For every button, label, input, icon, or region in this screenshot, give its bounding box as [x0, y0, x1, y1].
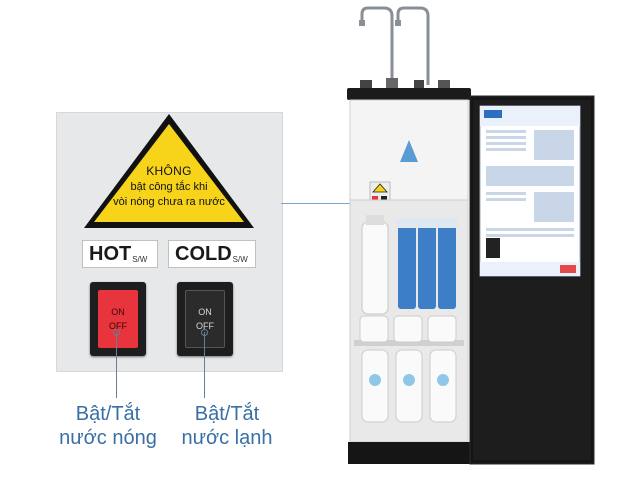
cold-on-text: ON [198, 307, 212, 317]
water-purifier-illustration [347, 6, 595, 465]
hot-callout-line [116, 332, 117, 398]
warning-triangle-icon [84, 114, 254, 228]
inset-leader-line [281, 203, 369, 204]
hot-off-text: OFF [109, 321, 127, 331]
warning-text-line2: bật công tắc khi [130, 181, 208, 193]
cold-rocker[interactable]: ON OFF [185, 290, 225, 348]
cold-rocker-switch[interactable]: ON OFF [177, 282, 233, 356]
brand-logo-icon [400, 140, 418, 162]
hot-caption-line2: nước nóng [59, 427, 157, 449]
hot-callout-dot [113, 329, 120, 336]
warning-text-line3: vòi nóng chưa ra nước [113, 196, 225, 208]
faucet-icon [360, 6, 430, 85]
cold-label-text: COLD [175, 243, 232, 265]
cold-callout-line [204, 332, 205, 398]
hot-caption: Bật/Tắt nước nóng [48, 402, 168, 450]
cold-off-text: OFF [196, 321, 214, 331]
hot-switch-label: HOT S/W [82, 240, 158, 268]
hot-on-text: ON [111, 307, 125, 317]
cold-switch-label: COLD S/W [168, 240, 256, 268]
cold-caption-line1: Bật/Tắt [194, 403, 260, 425]
warning-text-line1: KHÔNG [146, 164, 192, 178]
cold-callout-dot [201, 329, 208, 336]
hot-label-sub: S/W [132, 255, 148, 264]
cold-label-sub: S/W [232, 255, 248, 264]
hot-rocker[interactable]: ON OFF [98, 290, 138, 348]
hot-rocker-switch[interactable]: ON OFF [90, 282, 146, 356]
hot-label-text: HOT [89, 243, 132, 265]
warning-triangle: KHÔNG bật công tắc khi vòi nóng chưa ra … [80, 110, 258, 232]
cold-caption: Bật/Tắt nước lạnh [172, 402, 282, 450]
cold-caption-line2: nước lạnh [181, 427, 273, 449]
hot-caption-line1: Bật/Tắt [75, 403, 141, 425]
